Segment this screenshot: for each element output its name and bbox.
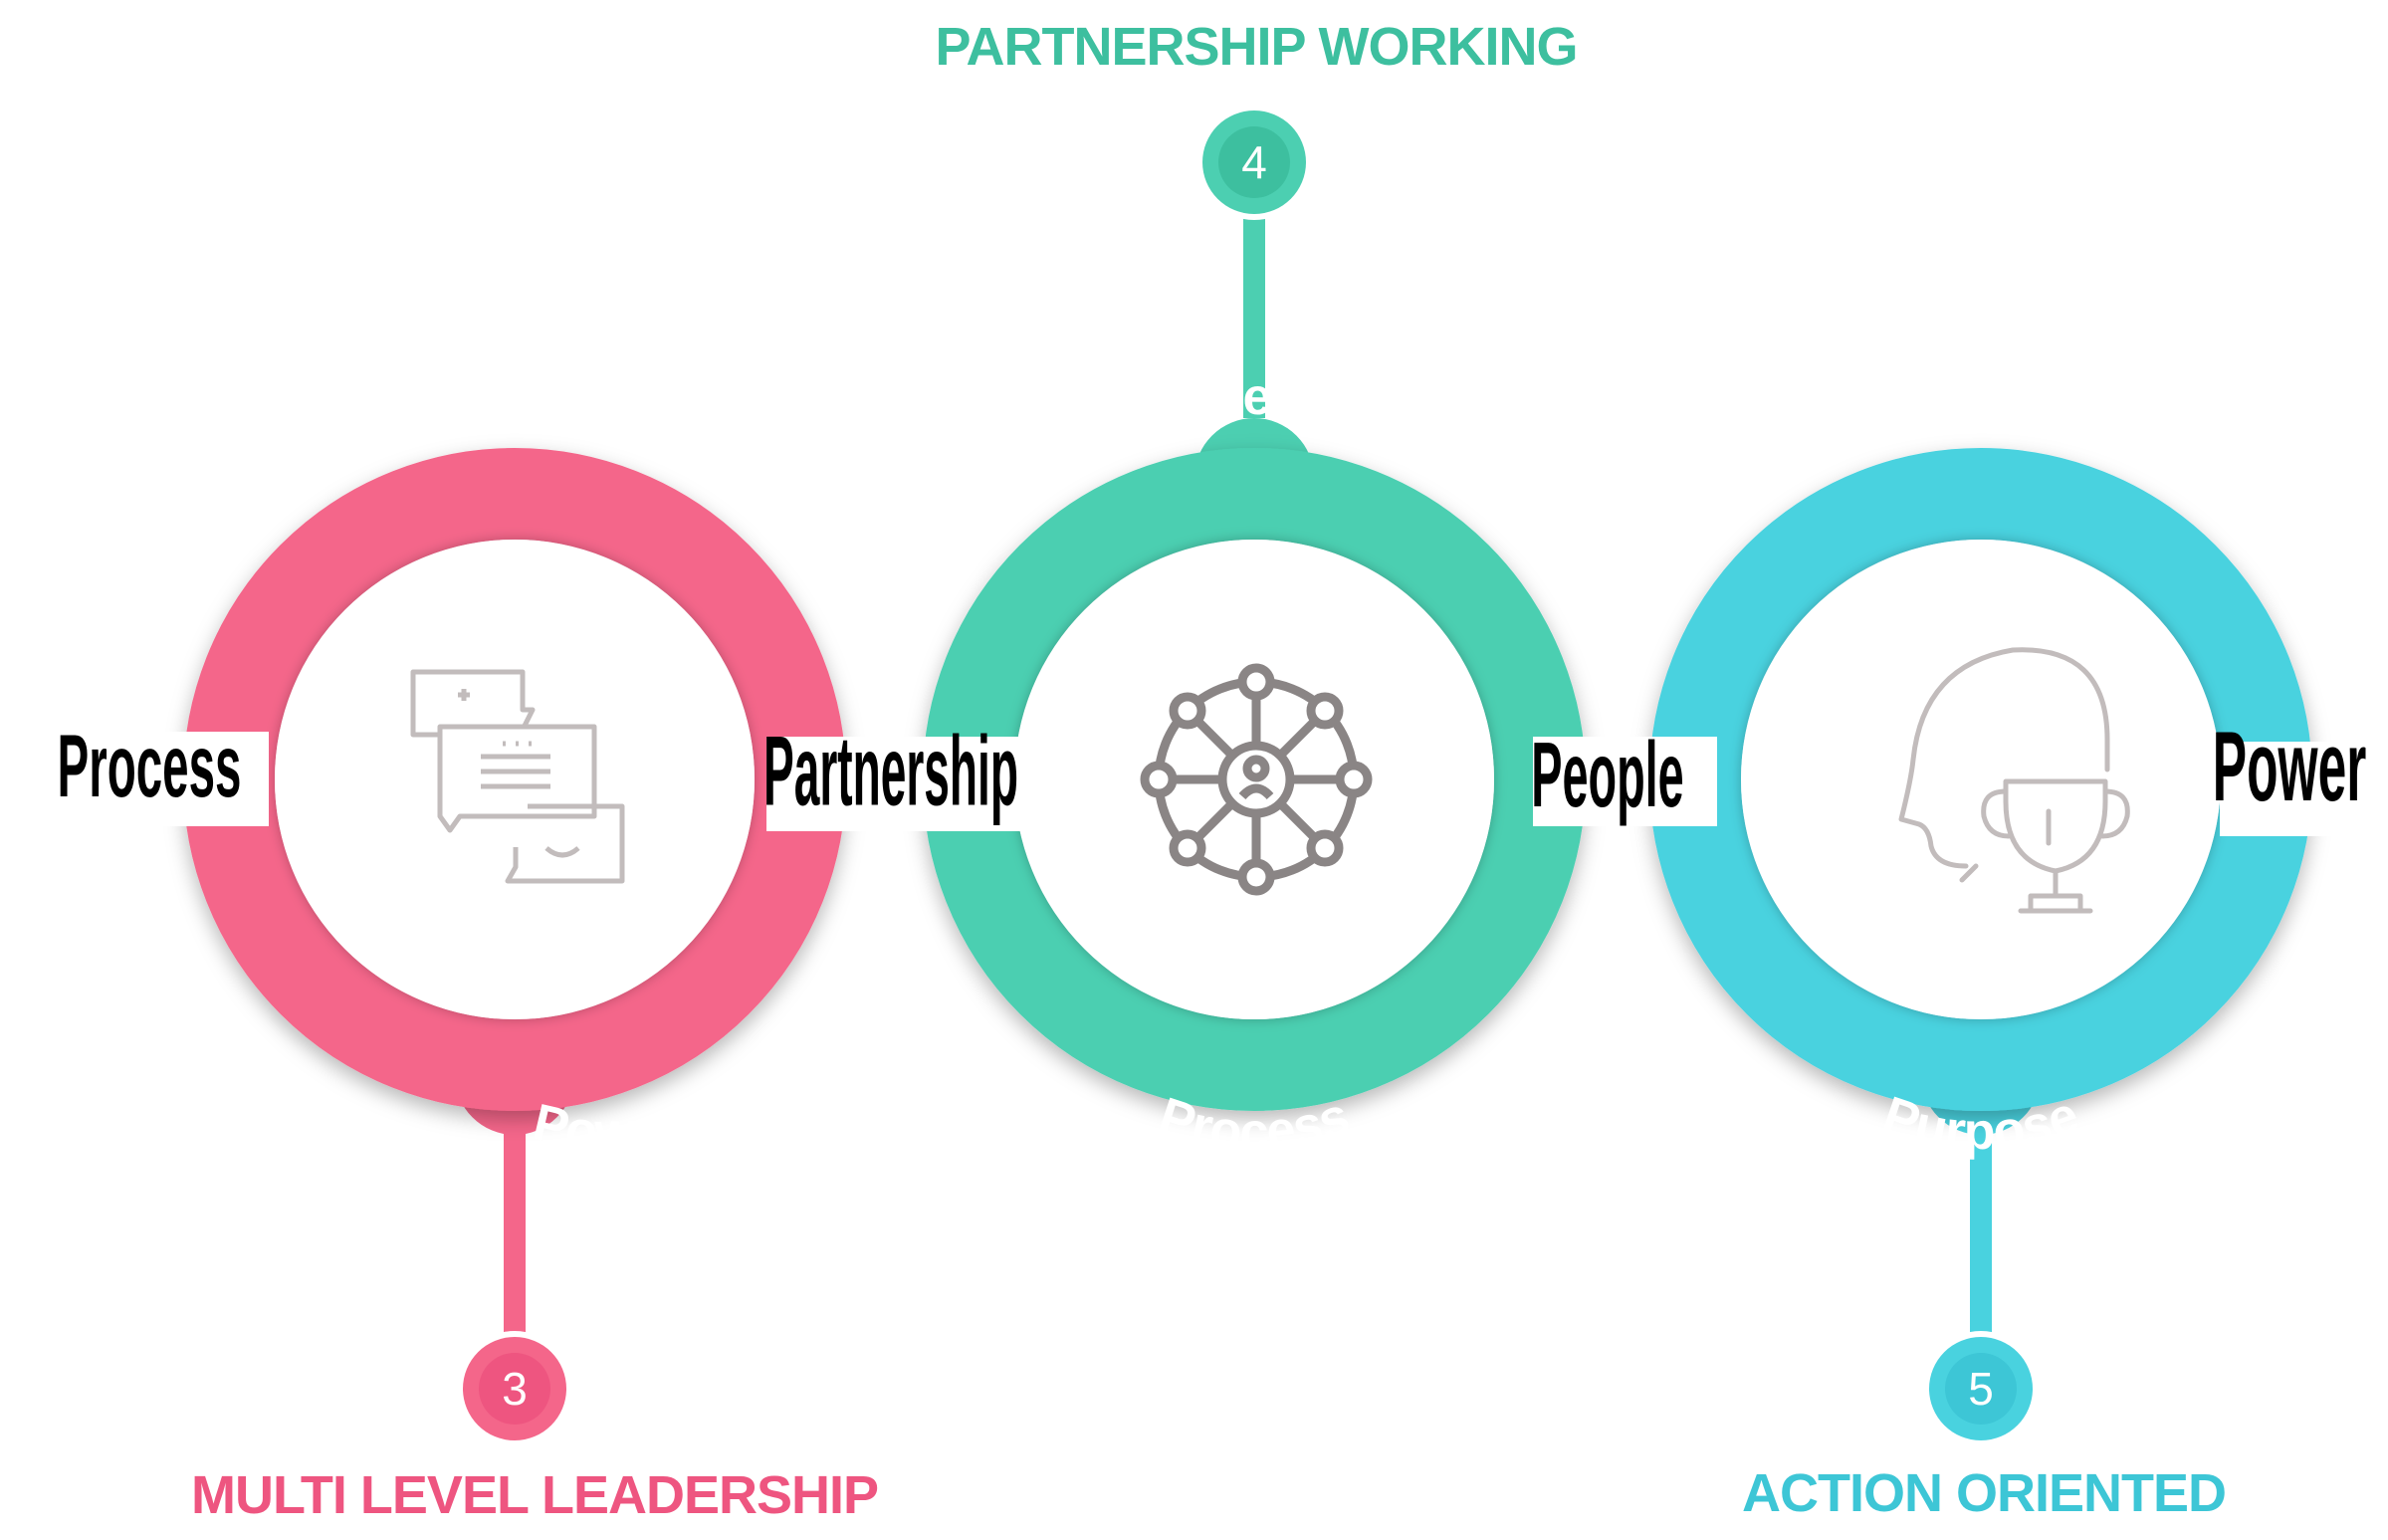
heading-partnership-working: PARTNERSHIP WORKING — [935, 17, 1577, 77]
badge-5-number: 5 — [1968, 1363, 1994, 1415]
joint-labels: Process Partnership People Power — [58, 712, 2384, 836]
head-trophy-icon — [1898, 647, 2130, 914]
joint-label-partnership: Partnership — [763, 717, 1018, 826]
heading-multi-level-leadership: MULTI LEVEL LEADERSHIP — [191, 1465, 878, 1525]
ring-3-bottom-label: Power — [528, 1093, 687, 1161]
joint-mask-process — [60, 732, 269, 826]
stage-action-oriented: People Purpose — [1649, 368, 2312, 1339]
joint-mask-people — [1533, 737, 1717, 826]
joint-label-process: Process — [58, 717, 242, 816]
ring-3-top-label: Process — [495, 368, 721, 444]
chat-bubbles-icon — [410, 669, 625, 884]
badge-4-inner — [1218, 126, 1290, 198]
badge-3-number: 3 — [502, 1363, 528, 1415]
stage-partnership-working: Partnership Process — [923, 17, 1586, 1161]
badge-5-inner — [1945, 1353, 2017, 1425]
network-wheel-icon — [1140, 663, 1373, 896]
joint-mask-partnership — [766, 737, 1045, 831]
joint-mask-power — [2220, 742, 2384, 836]
stage-multi-level-leadership: Process Power 3 MULTI LEVEL LEADERSHIP — [183, 368, 879, 1525]
ring-5-inner — [1741, 540, 2221, 1019]
badge-3-inner — [479, 1353, 550, 1425]
joint-label-people: People — [1531, 723, 1683, 827]
stage-5-badge-group: 5 ACTION ORIENTED — [1742, 1331, 2227, 1523]
badge-4-number: 4 — [1241, 136, 1267, 188]
ring-5-top-label: People — [1885, 368, 2076, 439]
joint-label-power: Power — [2213, 712, 2366, 821]
heading-action-oriented: ACTION ORIENTED — [1742, 1463, 2226, 1523]
